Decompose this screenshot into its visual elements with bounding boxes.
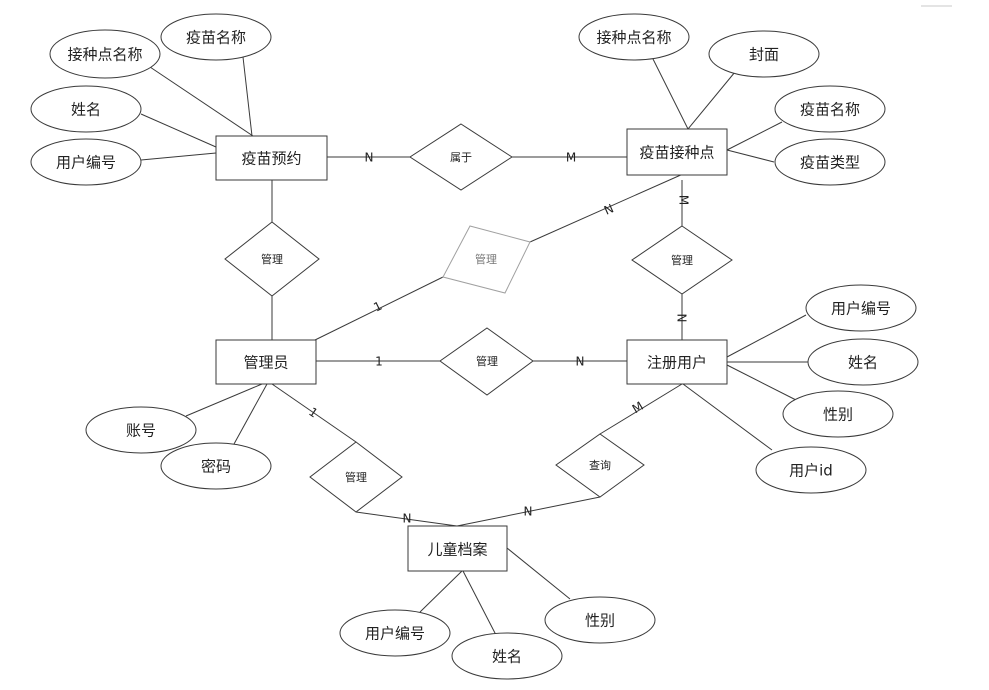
relationship-label: 管理	[261, 252, 283, 266]
cardinality-labels: N M M N 1 N 1 N 1 N M N	[306, 151, 690, 526]
attribute-booking-name: 姓名	[30, 85, 142, 133]
cardinality-label: 1	[306, 405, 320, 421]
connector-line	[355, 511, 458, 527]
relationship-label: 属于	[450, 151, 472, 164]
attribute-site-vaccine-type: 疫苗类型	[774, 138, 886, 186]
attribute-booking-site-name: 接种点名称	[49, 29, 161, 79]
relationship-label: 查询	[589, 458, 611, 472]
attribute-user-id: 用户id	[755, 446, 867, 494]
relationship-manage-user-site: 管理	[631, 225, 733, 295]
attribute-label: 用户id	[789, 462, 833, 480]
attribute-site-name: 接种点名称	[578, 13, 690, 61]
connector-line	[149, 66, 254, 137]
attribute-label: 疫苗类型	[800, 154, 860, 172]
attribute-admin-password: 密码	[160, 442, 272, 490]
relationship-manage-site: 管理	[442, 225, 531, 294]
connector-line	[185, 383, 263, 417]
attribute-label: 疫苗名称	[186, 29, 246, 47]
cardinality-label: M	[677, 195, 691, 205]
relationship-manage-record: 管理	[309, 441, 403, 513]
attribute-label: 接种点名称	[67, 46, 142, 64]
attribute-label: 姓名	[71, 101, 101, 119]
attribute-label: 性别	[823, 406, 853, 424]
attribute-label: 性别	[585, 612, 615, 630]
connector-line	[233, 383, 268, 445]
attribute-record-user-no: 用户编号	[339, 609, 451, 657]
entity-label: 管理员	[243, 354, 288, 372]
cardinality-label: N	[524, 505, 533, 519]
attribute-site-vaccine-name: 疫苗名称	[774, 85, 886, 133]
attribute-site-cover: 封面	[708, 30, 820, 78]
connector-line	[314, 276, 444, 341]
entity-child-record: 儿童档案	[407, 525, 508, 572]
entity-vaccination-site: 疫苗接种点	[626, 128, 728, 176]
connector-line	[687, 71, 736, 130]
connector-line	[726, 149, 775, 163]
entity-vaccine-booking: 疫苗预约	[215, 135, 328, 181]
entity-label: 疫苗接种点	[639, 144, 714, 162]
attribute-label: 疫苗名称	[800, 101, 860, 119]
connector-line	[506, 547, 571, 600]
entity-label: 儿童档案	[427, 541, 487, 559]
relationship-manage-user: 管理	[439, 327, 534, 396]
cardinality-label: N	[675, 314, 689, 323]
attribute-label: 姓名	[848, 354, 878, 372]
attribute-user-gender: 性别	[782, 390, 894, 438]
connector-line	[456, 496, 601, 527]
relationship-query-record: 查询	[555, 433, 645, 498]
attribute-admin-account: 账号	[85, 406, 197, 454]
entity-label: 注册用户	[647, 354, 707, 372]
relationship-label: 管理	[475, 252, 497, 266]
attribute-booking-user-no: 用户编号	[30, 138, 142, 186]
connector-line	[140, 152, 217, 161]
attribute-label: 账号	[126, 422, 156, 440]
attribute-record-name: 姓名	[451, 632, 563, 680]
entity-label: 疫苗预约	[241, 150, 301, 168]
entity-registered-user: 注册用户	[626, 339, 728, 385]
connector-line	[462, 570, 497, 636]
relationship-manage-booking: 管理	[224, 221, 320, 297]
connector-line	[599, 383, 683, 435]
attribute-user-name: 姓名	[807, 338, 919, 386]
connector-line	[529, 173, 684, 243]
connector-line	[651, 56, 689, 130]
attribute-label: 用户编号	[831, 300, 891, 318]
attribute-label: 接种点名称	[596, 29, 671, 47]
attribute-record-gender: 性别	[544, 596, 656, 644]
attribute-label: 用户编号	[365, 625, 425, 643]
attribute-label: 用户编号	[56, 154, 116, 172]
cardinality-label: N	[576, 355, 585, 369]
cardinality-label: 1	[375, 355, 383, 369]
connector-line	[726, 364, 797, 401]
cardinality-label: M	[630, 399, 646, 416]
cardinality-label: N	[602, 201, 616, 217]
attribute-booking-vaccine-name: 疫苗名称	[160, 13, 272, 61]
attribute-user-no: 用户编号	[805, 284, 917, 332]
connector-line	[726, 314, 807, 358]
connector-lines	[140, 56, 808, 636]
connector-line	[726, 121, 783, 151]
cardinality-label: M	[566, 151, 576, 165]
relationship-label: 管理	[345, 470, 367, 484]
entity-admin: 管理员	[215, 339, 317, 385]
connector-line	[242, 56, 253, 137]
cardinality-label: N	[403, 512, 412, 526]
relationship-label: 管理	[476, 354, 498, 368]
relationship-belongs-to: 属于	[409, 123, 513, 191]
connector-line	[140, 113, 217, 148]
attribute-label: 姓名	[492, 648, 522, 666]
cardinality-label: N	[365, 151, 374, 165]
relationship-label: 管理	[671, 253, 693, 267]
attribute-label: 封面	[749, 46, 779, 64]
connector-line	[271, 383, 357, 443]
connector-line	[682, 383, 773, 451]
attribute-label: 密码	[201, 458, 231, 476]
connector-line	[419, 570, 463, 613]
